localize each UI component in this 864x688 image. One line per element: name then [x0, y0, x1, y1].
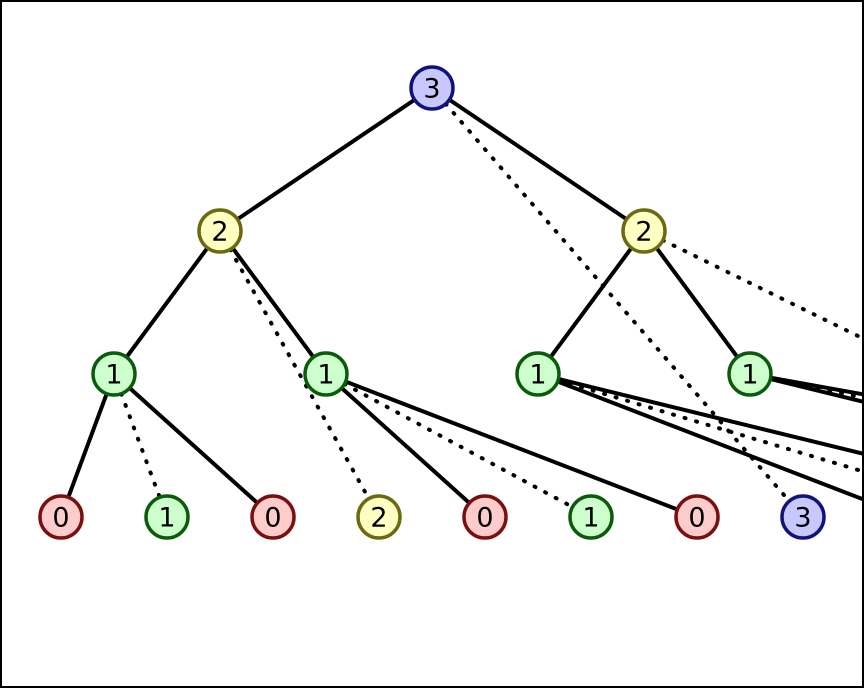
node-circle	[250, 494, 296, 540]
node-label: 1	[317, 360, 334, 391]
edge-solid-l2b-l1d	[654, 245, 740, 360]
tree-node-b7: 3	[780, 494, 826, 540]
tree-node-b3: 2	[356, 494, 402, 540]
node-circle	[409, 65, 455, 111]
tree-node-l1a: 1	[91, 351, 137, 397]
edge-solid-root-l2a	[235, 97, 417, 222]
node-circle	[674, 494, 720, 540]
node-circle	[727, 351, 773, 397]
tree-node-l2a: 2	[197, 208, 243, 254]
edge-solid-l1b-b6	[343, 379, 680, 512]
node-circle	[197, 208, 243, 254]
node-label: 1	[105, 360, 122, 391]
node-circle	[91, 351, 137, 397]
node-label: 0	[52, 503, 69, 534]
edge-dotted-root-b7	[443, 101, 792, 504]
node-label: 0	[476, 503, 493, 534]
node-circle	[568, 494, 614, 540]
node-label: 0	[688, 503, 705, 534]
tree-node-b4: 0	[462, 494, 508, 540]
node-label: 3	[794, 503, 811, 534]
edge-solid-l2b-l1c	[548, 245, 634, 360]
edge-dotted-l1b-b5	[342, 381, 575, 510]
node-circle	[38, 494, 84, 540]
edge-solid-l1b-b4	[339, 386, 472, 505]
edge-solid-l1c-b8	[555, 379, 862, 502]
tree-node-b5: 1	[568, 494, 614, 540]
node-label: 0	[264, 503, 281, 534]
node-label: 3	[423, 74, 440, 105]
edge-solid-l1a-b2	[127, 386, 260, 505]
tree-node-b0: 0	[38, 494, 84, 540]
node-label: 2	[635, 217, 652, 248]
node-circle	[303, 351, 349, 397]
node-circle	[515, 351, 561, 397]
tree-node-root: 3	[409, 65, 455, 111]
node-label: 1	[741, 360, 758, 391]
edges-layer	[66, 97, 862, 512]
node-circle	[144, 494, 190, 540]
tree-node-b2: 0	[250, 494, 296, 540]
tree-node-b6: 0	[674, 494, 720, 540]
node-label: 1	[529, 360, 546, 391]
node-label: 1	[158, 503, 175, 534]
node-circle	[462, 494, 508, 540]
edge-solid-l1c-b10	[556, 377, 862, 456]
tree-node-l1c: 1	[515, 351, 561, 397]
node-circle	[780, 494, 826, 540]
edge-solid-root-l2b	[447, 97, 629, 222]
node-label: 2	[211, 217, 228, 248]
edge-dotted-l1c-b9	[556, 378, 862, 474]
tree-node-l2b: 2	[621, 208, 667, 254]
edge-solid-l1d-b12	[768, 377, 862, 404]
node-circle	[356, 494, 402, 540]
edge-solid-l2a-l1b	[230, 245, 316, 360]
node-label: 2	[370, 503, 387, 534]
edge-solid-l1a-b0	[66, 391, 109, 500]
node-circle	[621, 208, 667, 254]
nodes-layer: 3221111010201030102010	[38, 65, 826, 540]
edge-dotted-l2a-b3	[228, 247, 371, 501]
tree-node-l1d: 1	[727, 351, 773, 397]
tree-node-b1: 1	[144, 494, 190, 540]
tree-node-l1b: 1	[303, 351, 349, 397]
edge-solid-l2a-l1a	[124, 245, 210, 360]
node-label: 1	[582, 503, 599, 534]
